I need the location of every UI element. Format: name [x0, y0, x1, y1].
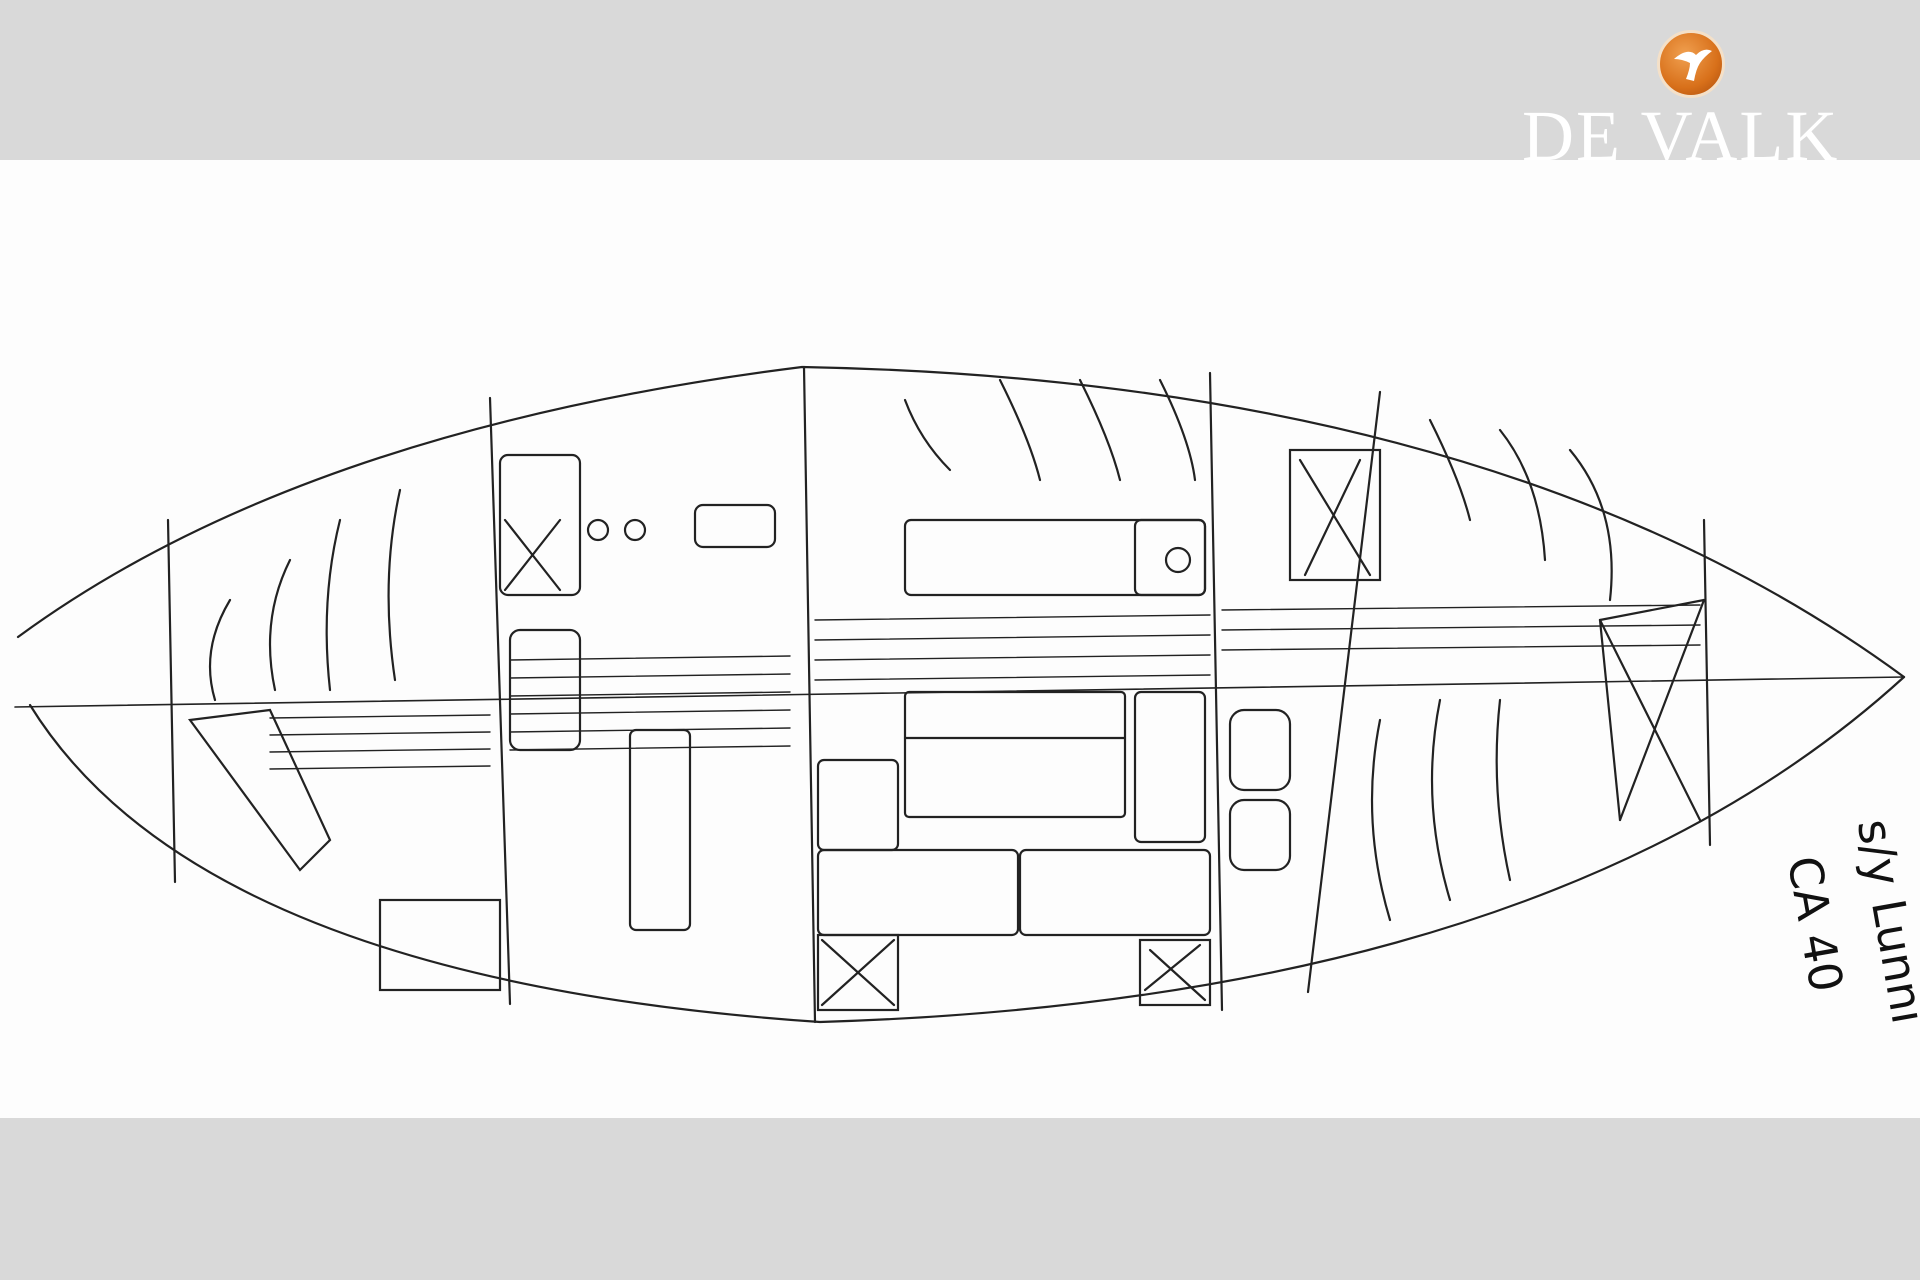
aft-berth-arcs: [188, 488, 402, 872]
top-band: [0, 0, 1920, 160]
bulkheads: [166, 365, 1712, 1024]
saloon: [816, 378, 1212, 1012]
floorboards: [269, 604, 1701, 770]
de-valk-logo: DE VALK: [1500, 0, 1920, 160]
logo-text: DE VALK: [1522, 96, 1840, 160]
hull-outline: [14, 365, 1906, 1024]
heads-locker: [378, 448, 1382, 992]
falcon-icon: [1657, 30, 1725, 98]
galley: [498, 453, 777, 752]
layout-sheet: [0, 160, 1920, 1118]
forward-berth-arcs: [1370, 418, 1706, 922]
bottom-band: [0, 1118, 1920, 1280]
